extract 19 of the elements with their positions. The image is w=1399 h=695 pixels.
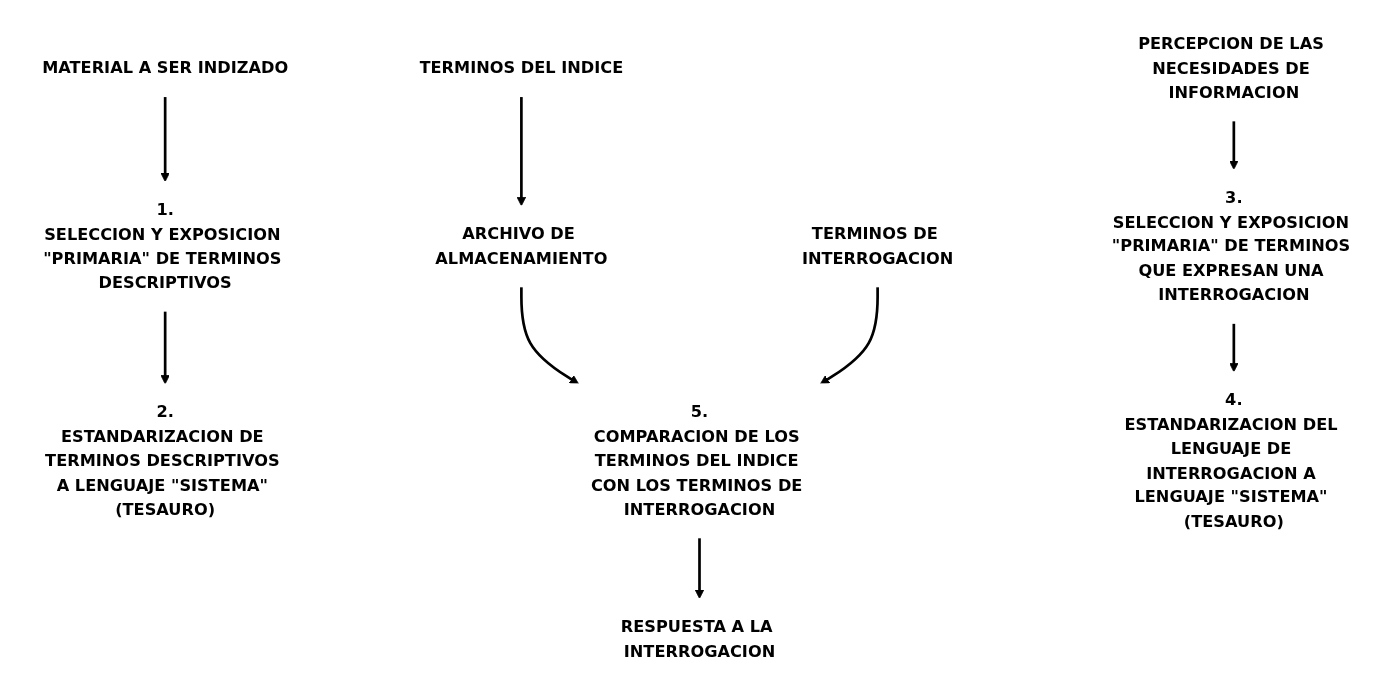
arrow bbox=[694, 537, 705, 599]
node-text: 2. ESTANDARIZACION DE TERMINOS DESCRIPTIVOS A LENGUAJE "SISTEMA" (TESAURO) bbox=[45, 402, 280, 519]
node-text: MATERIAL A SER INDIZADO bbox=[42, 58, 289, 78]
node-text: 3. SELECCION Y EXPOSICION "PRIMARIA" DE TERMINOS QUE EXPRESAN UNA INTERROGACION bbox=[1111, 187, 1351, 305]
node-text: 4. ESTANDARIZACION DEL LENGUAJE DE INTERROGACION A LENGUAJE "SISTEMA" (TESAURO) bbox=[1124, 390, 1338, 532]
node-text: PERCEPCION DE LAS NECESIDADES DE INFORMACION bbox=[1138, 33, 1324, 102]
arrow bbox=[516, 96, 527, 207]
arrow bbox=[160, 96, 170, 182]
arrow bbox=[819, 286, 879, 385]
arrow bbox=[520, 286, 580, 385]
node-text: 5. COMPARACION DE LOS TERMINOS DEL INDICE CON LOS TERMINOS DE INTERROGACION bbox=[590, 402, 803, 519]
node-text: ARCHIVO DE ALMACENAMIENTO bbox=[435, 224, 608, 268]
node-text: RESPUESTA A LA INTERROGACION bbox=[620, 616, 776, 661]
node-text: TERMINOS DEL INDICE bbox=[419, 58, 624, 78]
arrow bbox=[1229, 120, 1239, 170]
node-text: TERMINOS DE INTERROGACION bbox=[801, 224, 954, 268]
arrow bbox=[1229, 323, 1239, 373]
arrow bbox=[160, 311, 170, 385]
node-text: 1. SELECCION Y EXPOSICION "PRIMARIA" DE TERMINOS DESCRIPTIVOS bbox=[43, 199, 282, 293]
